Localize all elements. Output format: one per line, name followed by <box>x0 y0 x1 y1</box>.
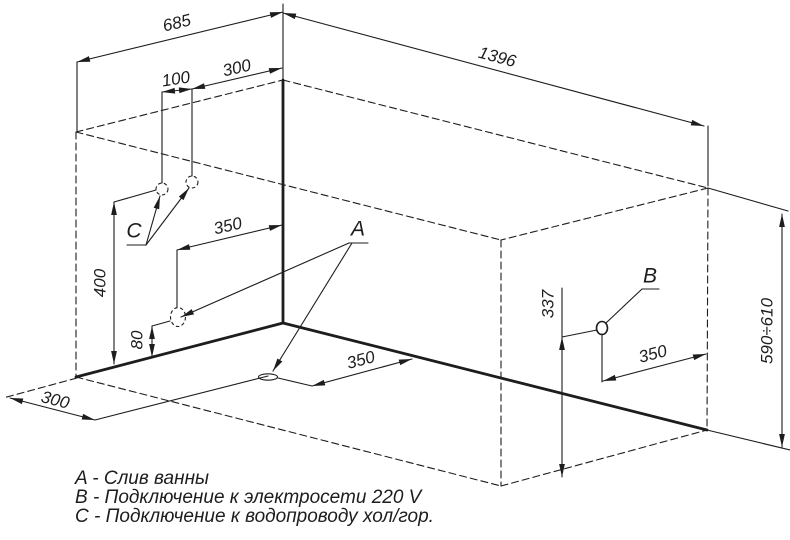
arrowhead <box>603 374 617 381</box>
arrowhead <box>269 12 283 18</box>
dimension-line <box>94 375 269 421</box>
dimension-line <box>9 397 96 421</box>
hidden-edge-line <box>75 131 502 241</box>
arrowhead <box>312 379 326 386</box>
arrowhead <box>149 344 155 357</box>
point-a-label: A <box>349 218 365 241</box>
arrowhead <box>779 214 785 227</box>
arrowhead <box>111 202 117 215</box>
arrowhead <box>181 309 195 317</box>
power-socket-point <box>595 320 609 336</box>
arrowhead <box>192 83 206 89</box>
hidden-edge-line <box>2 377 78 399</box>
arrowhead <box>153 196 160 210</box>
hidden-edge-line <box>75 79 284 133</box>
arrowhead <box>273 358 283 371</box>
arrowhead <box>177 244 191 250</box>
dimension-line <box>602 353 707 382</box>
dimension-line <box>277 377 313 387</box>
dimension-line <box>180 242 350 318</box>
arrowhead <box>283 13 297 20</box>
arrowhead <box>149 326 155 339</box>
dimension-line <box>113 189 157 203</box>
point-c-label: C <box>126 220 142 243</box>
arrowhead <box>398 359 412 366</box>
drain-floor-outlet <box>257 373 279 381</box>
wall-floor-edge <box>281 321 709 432</box>
hidden-edge-line <box>500 429 708 487</box>
wall-floor-edge <box>74 321 285 379</box>
dimension-line <box>272 242 353 372</box>
dimension-line <box>707 187 789 212</box>
water-supply-hole-2 <box>185 175 199 189</box>
dim-337-label: 337 <box>538 289 557 318</box>
arrowhead <box>178 188 189 201</box>
hidden-edge-line <box>282 79 709 189</box>
arrowhead <box>162 87 176 94</box>
legend-item-a: A - Слив ванны <box>74 468 209 489</box>
dimension-line <box>151 320 171 327</box>
dimension-line <box>311 358 413 387</box>
dim-100-label: 100 <box>160 67 192 90</box>
dimension-line <box>605 288 643 324</box>
arrowhead <box>10 398 24 405</box>
hidden-edge-line <box>706 187 709 431</box>
dim-80-label: 80 <box>127 330 146 349</box>
point-b-label: B <box>643 265 657 288</box>
dimension-line <box>706 429 790 451</box>
arrowhead <box>559 337 565 350</box>
arrowhead <box>268 68 282 74</box>
arrowhead <box>559 464 565 477</box>
arrowhead <box>690 119 704 126</box>
dim-590-610-label: 590÷610 <box>757 297 776 364</box>
water-supply-hole-1 <box>155 182 169 196</box>
arrowhead <box>692 354 706 361</box>
arrowhead <box>178 87 192 94</box>
arrowhead <box>268 225 282 231</box>
hidden-edge-line <box>75 376 502 487</box>
arrowhead <box>81 413 95 420</box>
drain-wall-outlet <box>169 306 187 328</box>
dimension-line <box>76 11 284 63</box>
legend-item-b: B - Подключение к электросети 220 V <box>75 487 424 508</box>
dim-400-label: 400 <box>90 268 109 297</box>
dimension-line <box>561 329 598 338</box>
dimension-line <box>191 67 283 90</box>
arrowhead <box>779 434 785 447</box>
arrowhead <box>111 351 117 364</box>
dimension-line <box>176 224 283 251</box>
hidden-edge-line <box>500 187 709 241</box>
arrowhead <box>77 56 91 62</box>
legend-item-c: C - Подключение к водопроводу хол/гор. <box>75 506 434 527</box>
dimension-line <box>282 12 705 127</box>
